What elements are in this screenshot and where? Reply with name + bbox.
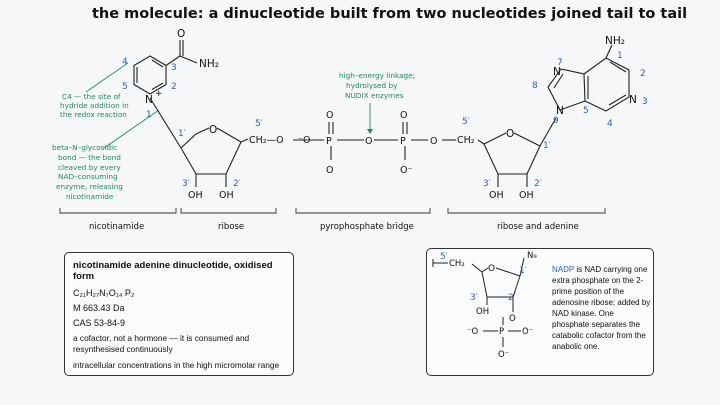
diagram-title: the molecule: a dinucleotide built from … <box>92 6 688 22</box>
svg-text:hydride addition in: hydride addition in <box>60 101 129 110</box>
svg-text:bond — the bond: bond — the bond <box>58 153 121 162</box>
svg-text:NAD–consuming: NAD–consuming <box>58 172 118 181</box>
ribose1-prime-1: 1′ <box>178 129 186 139</box>
nic-position-2: 2 <box>171 82 177 92</box>
amide-group: NH₂ <box>199 58 219 70</box>
nadp-panel <box>426 248 654 376</box>
info-heading: nicotinamide adenine dinucleotide, oxidi… <box>73 260 273 282</box>
ribose2-ring-oxygen: O <box>506 128 514 140</box>
adenine-position-9: 9 <box>553 116 559 126</box>
adenine-amino-group: NH₂ <box>605 35 625 47</box>
bracket-pyrophosphate <box>295 208 431 214</box>
ribose2-oh-2: OH <box>519 190 534 201</box>
section-ribose-and-adenine: ribose and adenine <box>497 222 579 232</box>
bracket-ribose <box>180 208 277 214</box>
mini-o-minus-left: ⁻O <box>467 327 478 337</box>
svg-text:C4 — the site of: C4 — the site of <box>62 92 121 101</box>
molecular-mass: M 663.43 Da <box>73 303 125 313</box>
ribose1-prime-3: 3′ <box>182 179 190 189</box>
mini-prime-2: 2′ <box>508 293 516 303</box>
adenine-position-2: 2 <box>640 69 646 79</box>
ribose2-prime-1: 1′ <box>543 141 551 151</box>
section-ribose: ribose <box>218 222 244 232</box>
ribose2-prime-2: 2′ <box>534 179 542 189</box>
concentration-note: intracellular concentrations in the high… <box>73 360 280 370</box>
ribose1-prime-5: 5′ <box>255 119 263 129</box>
svg-text:hydrolysed by: hydrolysed by <box>346 81 398 90</box>
svg-text:NUDIX enzymes: NUDIX enzymes <box>345 91 404 100</box>
carbonyl-oxygen: O <box>177 28 185 40</box>
adenine-n9: N <box>556 105 564 117</box>
nadp-description: NADP is NAD carrying one extra phosphate… <box>552 264 652 352</box>
nic-position-3: 3 <box>171 63 177 73</box>
bridge-phosphorus-1: P <box>326 136 332 147</box>
ribose1-ch2-o: CH₂—O <box>249 135 284 146</box>
svg-text:nicotinamide: nicotinamide <box>66 192 114 201</box>
bridge-p2-double-o: O <box>400 110 407 121</box>
c4-annotation: C4 — the site of hydride addition in the… <box>60 62 129 119</box>
molecular-formula: C₂₁H₂₇N₇O₁₄ P₂ <box>73 288 135 298</box>
section-pyrophosphate-bridge: pyrophosphate bridge <box>320 222 414 232</box>
svg-text:the redox reaction: the redox reaction <box>60 110 127 119</box>
mini-o-minus-bottom: O⁻ <box>498 350 509 360</box>
ribose2-prime-3: 3′ <box>483 179 491 189</box>
bridge-p1-double-o: O <box>326 110 333 121</box>
mini-prime-5: 5′ <box>440 252 448 262</box>
info-panel: nicotinamide adenine dinucleotide, oxidi… <box>64 252 294 376</box>
pyridinium-nitrogen: N <box>145 94 153 106</box>
bracket-nicotinamide <box>59 208 177 214</box>
adenine-position-3: 3 <box>642 97 648 107</box>
section-nicotinamide: nicotinamide <box>89 222 144 232</box>
svg-text:beta–N–glycosidic: beta–N–glycosidic <box>52 143 117 152</box>
svg-text:high–energy linkage;: high–energy linkage; <box>339 71 415 80</box>
svg-text:cleaved by every: cleaved by every <box>58 163 121 172</box>
adenine-position-1: 1 <box>617 51 623 61</box>
nic-position-1: 1 <box>146 110 152 120</box>
mini-oh: OH <box>476 307 489 317</box>
adenine-n3: N <box>629 94 637 106</box>
mini-o-minus-right: O⁻ <box>522 327 533 337</box>
ribose2-oh-3: OH <box>489 190 504 201</box>
mini-phosphorus: P <box>499 327 504 337</box>
bridge-bridging-o: O <box>365 136 372 147</box>
cas-number: CAS 53-84-9 <box>73 318 126 328</box>
ribose1-ring-oxygen: O <box>209 124 217 136</box>
ribose1-oh-3: OH <box>188 190 203 201</box>
mini-ester-oxygen: O <box>509 314 516 324</box>
svg-text:enzyme, releasing: enzyme, releasing <box>56 182 123 191</box>
adenine-position-5: 5 <box>583 106 589 116</box>
bridge-phosphorus-2: P <box>400 136 406 147</box>
bridge-o-minus-left: ⁻O <box>298 135 311 146</box>
cofactor-note: a cofactor, not a hormone — it is consum… <box>73 333 250 354</box>
adenine-n7: N <box>553 66 561 78</box>
bridge-p1-lower-o: O <box>326 165 333 176</box>
glycosidic-annotation: beta–N–glycosidic bond — the bond cleave… <box>52 109 160 201</box>
bracket-ribose-adenine <box>447 208 606 214</box>
nadp-label: NADP <box>552 265 575 274</box>
mini-n9: N₉ <box>527 251 537 261</box>
nic-position-5: 5 <box>122 82 128 92</box>
linkage-annotation: high–energy linkage; hydrolysed by NUDIX… <box>339 71 415 134</box>
mini-prime-1: 1′ <box>519 266 527 276</box>
ribose2-ch2: CH₂ <box>457 135 475 146</box>
positive-charge: + <box>155 89 163 99</box>
mini-ch2: CH₂ <box>449 259 465 269</box>
ribose1-oh-2: OH <box>219 190 234 201</box>
adenine-position-4: 4 <box>607 119 613 129</box>
adenine-position-8: 8 <box>532 81 538 91</box>
ribose2-prime-5: 5′ <box>462 117 470 127</box>
bridge-p2-ester-o: O <box>430 136 437 147</box>
nadp-text: is NAD carrying one extra phosphate on t… <box>552 265 651 351</box>
mini-prime-3: 3′ <box>470 293 478 303</box>
ribose1-prime-2: 2′ <box>233 179 241 189</box>
bridge-o-minus-bottom: O⁻ <box>400 165 413 176</box>
nic-position-4: 4 <box>122 57 128 67</box>
mini-ring-oxygen: O <box>488 264 495 274</box>
adenine-position-7: 7 <box>557 58 563 68</box>
